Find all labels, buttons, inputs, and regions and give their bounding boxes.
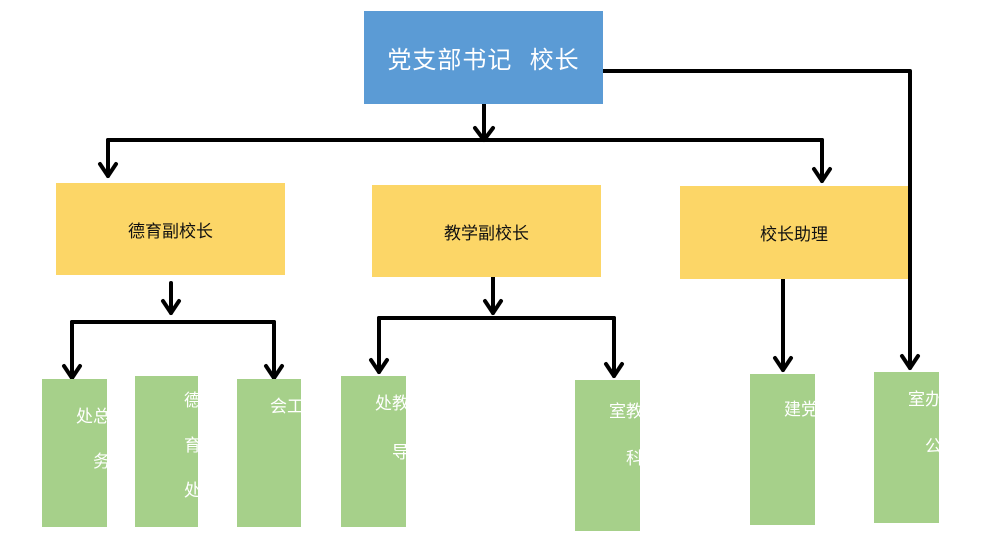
leaf-box-academic-affairs: 教导处 <box>341 376 408 527</box>
leaf-box-general-affairs: 总务处 <box>42 379 109 527</box>
arrowhead-deyu-down <box>161 299 181 315</box>
vp-label-moral-education: 德育副校长 <box>128 221 213 242</box>
arrowhead-office <box>900 354 920 370</box>
leaf-label-general-office: 办公室 <box>904 390 941 484</box>
leaf-label-moral-education-office: 德育处 <box>180 391 200 526</box>
arrowhead-zongwu <box>62 364 82 380</box>
arrowhead-dangjian <box>773 356 793 372</box>
leaf-label-academic-affairs: 教导处 <box>371 394 408 492</box>
leaf-label-general-affairs: 总务处 <box>72 407 109 497</box>
leaf-box-moral-education-office: 德育处 <box>135 376 200 527</box>
root-box-party-secretary-principal: 党支部书记 校长 <box>364 11 603 104</box>
leaf-box-labor-union: 工会 <box>237 379 303 527</box>
arrowhead-deyu-vp <box>98 162 118 178</box>
leaf-label-party-building: 党建 <box>780 400 817 479</box>
connector-root-to-office <box>601 69 912 370</box>
leaf-label-labor-union: 工会 <box>266 397 303 482</box>
leaf-box-research-office: 教科室 <box>575 380 642 531</box>
label-principal-assistant: 校长助理 <box>760 225 828 245</box>
vp-label-teaching: 教学副校长 <box>444 223 529 244</box>
arrowhead-teach-down <box>483 299 503 315</box>
arrowhead-gonghui <box>264 364 284 380</box>
box-principal-assistant: 校长助理 <box>680 186 908 279</box>
vp-box-teaching: 教学副校长 <box>372 185 601 277</box>
arrowhead-assistant <box>812 167 832 183</box>
vp-box-moral-education: 德育副校长 <box>56 183 285 275</box>
leaf-box-general-office: 办公室 <box>874 372 941 523</box>
leaf-label-research-office: 教科室 <box>605 402 642 496</box>
root-label: 党支部书记 校长 <box>387 46 580 74</box>
leaf-box-party-building: 党建 <box>750 374 817 525</box>
arrowhead-jiaodao <box>369 358 389 374</box>
arrowhead-jiaoke <box>604 362 624 378</box>
